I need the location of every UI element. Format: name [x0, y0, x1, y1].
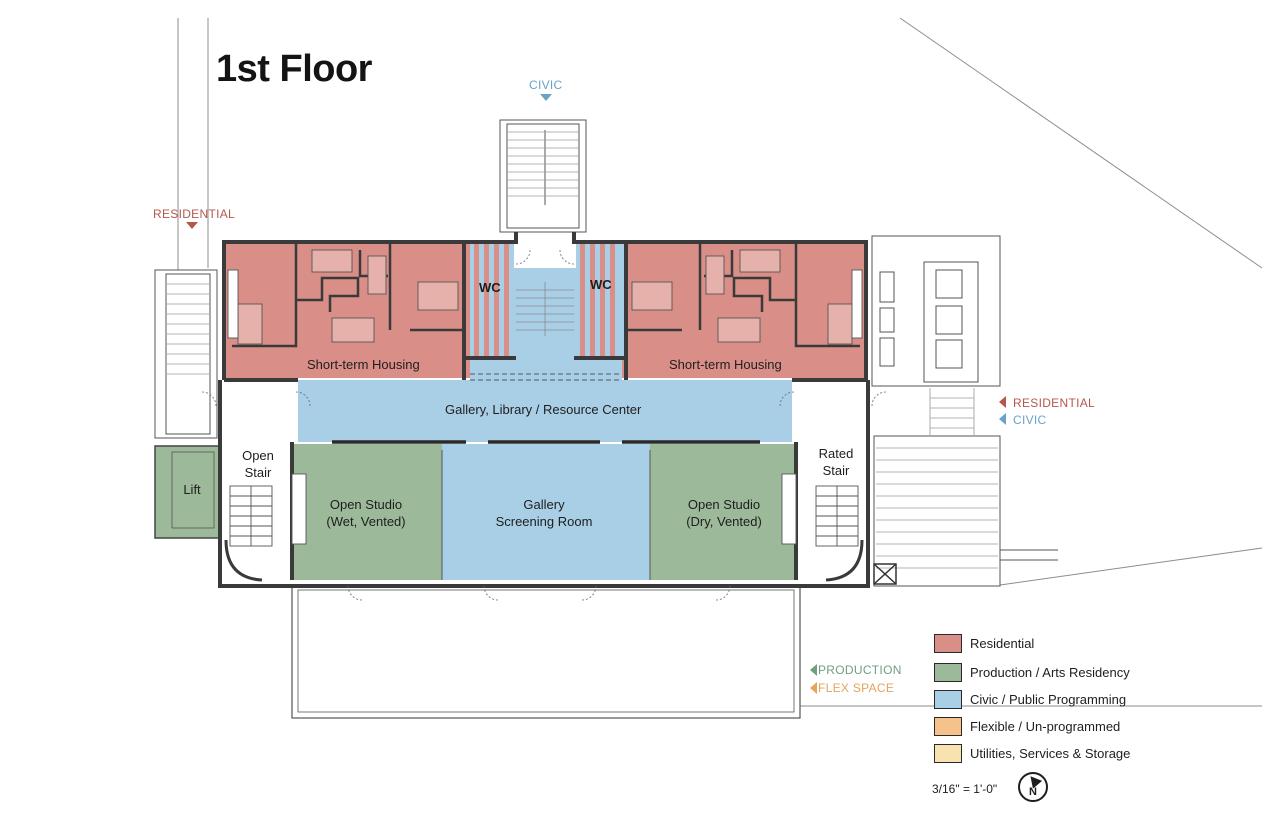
- legend-label: Civic / Public Programming: [970, 692, 1127, 707]
- legend-label: Utilities, Services & Storage: [970, 746, 1131, 761]
- gallery-library-zone: [298, 380, 792, 442]
- entry-label-production: PRODUCTION: [818, 663, 902, 677]
- housing-partitions: [232, 242, 860, 348]
- room-label-wc-west: WC: [479, 280, 501, 295]
- room-label-studio-dry: Open Studio (Dry, Vented): [686, 497, 762, 529]
- legend-item-production: Production / Arts Residency: [934, 663, 1264, 685]
- site-lines: [177, 17, 1263, 707]
- legend-swatch: [934, 663, 962, 682]
- north-arrow-icon: N: [1018, 772, 1048, 802]
- room-label-housing-west: Short-term Housing: [307, 357, 420, 372]
- room-label-wc-east: WC: [590, 277, 612, 292]
- studio-dry-zone: [650, 444, 796, 580]
- room-label-lift: Lift: [183, 482, 201, 497]
- legend-item-residential: Residential: [934, 634, 1264, 656]
- legend-label: Residential: [970, 636, 1035, 651]
- room-label-studio-wet: Open Studio (Wet, Vented): [326, 497, 406, 529]
- legend-swatch: [934, 744, 962, 763]
- entry-label-civic-right: CIVIC: [1013, 413, 1047, 427]
- legend-item-civic: Civic / Public Programming: [934, 690, 1264, 712]
- legend-swatch: [934, 634, 962, 653]
- north-label: N: [1029, 786, 1037, 798]
- entry-label-residential-right: RESIDENTIAL: [1013, 396, 1095, 410]
- page-title: 1st Floor: [216, 48, 372, 90]
- doors: [201, 249, 887, 601]
- entry-label-civic-top: CIVIC: [529, 78, 563, 92]
- room-label-housing-east: Short-term Housing: [669, 357, 782, 372]
- room-label-gallery-screening: Gallery Screening Room: [495, 497, 593, 529]
- east-exterior-stair: [871, 235, 1058, 587]
- south-terrace: [291, 585, 801, 719]
- exterior-walls: [218, 232, 870, 588]
- scale-note: 3/16" = 1'-0": [932, 782, 998, 796]
- legend-item-utilities: Utilities, Services & Storage: [934, 744, 1264, 766]
- civic-entry-stair: [499, 119, 587, 233]
- legend-swatch: [934, 690, 962, 709]
- legend-item-flexible: Flexible / Un-programmed: [934, 717, 1264, 739]
- legend-label: Flexible / Un-programmed: [970, 719, 1121, 734]
- legend-label: Production / Arts Residency: [970, 665, 1130, 680]
- entry-arrows: [186, 94, 1006, 694]
- room-label-rated-stair: Rated Stair: [818, 446, 854, 478]
- studio-wet-zone: [292, 444, 442, 580]
- entry-label-residential-left: RESIDENTIAL: [153, 207, 235, 221]
- furniture: [227, 249, 863, 345]
- entry-label-flex-space: FLEX SPACE: [818, 681, 895, 695]
- legend-swatch: [934, 717, 962, 736]
- screening-zone: [442, 444, 650, 580]
- room-label-open-stair: Open Stair: [242, 448, 274, 480]
- room-label-gallery-library: Gallery, Library / Resource Center: [445, 402, 642, 417]
